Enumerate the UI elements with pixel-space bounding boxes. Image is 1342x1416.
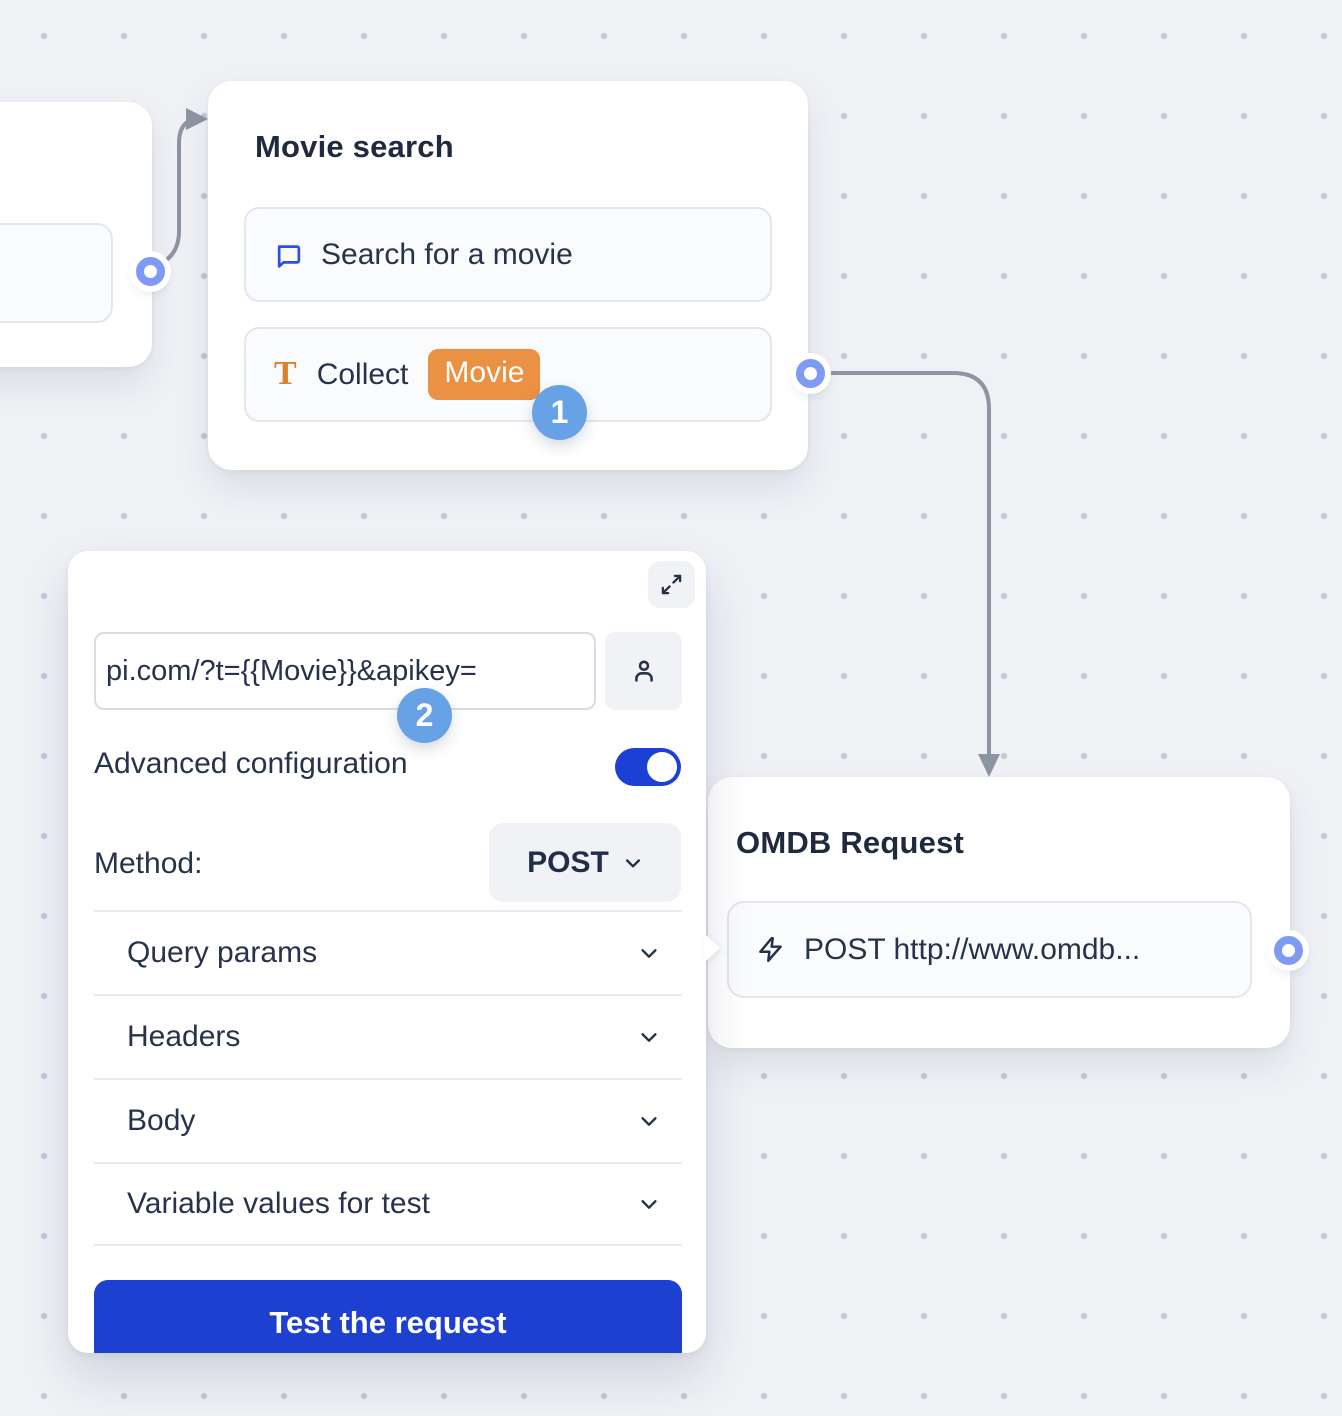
advanced-configuration-toggle[interactable] <box>615 748 681 786</box>
variable-chip[interactable]: Movie <box>428 349 541 400</box>
user-variable-button[interactable] <box>605 632 682 710</box>
output-port[interactable] <box>136 257 165 286</box>
step-badge-1: 1 <box>532 385 587 440</box>
chevron-down-icon <box>641 1117 657 1126</box>
step-badge-2: 2 <box>397 688 452 743</box>
arrowhead-icon <box>978 754 1000 777</box>
person-icon <box>634 660 653 682</box>
section-headers[interactable]: Headers <box>94 994 682 1078</box>
panel-pointer <box>704 933 720 963</box>
webhook-config-panel: 2 Advanced configuration Method: POST Qu… <box>68 551 706 1353</box>
node-title: Movie search <box>255 129 454 164</box>
chevron-down-icon <box>641 949 657 958</box>
text-icon: T <box>274 354 297 392</box>
webhook-block-label: POST http://www.omdb... <box>804 932 1141 966</box>
method-select[interactable]: POST <box>489 823 681 902</box>
url-input[interactable] <box>94 632 596 710</box>
chevron-down-icon <box>641 1200 657 1209</box>
movie-search-node-card[interactable]: Movie search Search for a movie T Collec… <box>208 81 808 470</box>
method-label: Method: <box>94 847 203 880</box>
connector-left-to-movie <box>150 108 208 269</box>
connector-movie-to-omdb <box>820 371 1000 777</box>
expand-button[interactable] <box>648 561 695 608</box>
config-sections: Query params Headers Body Variable value… <box>94 910 682 1246</box>
omdb-request-node-card[interactable]: OMDB Request POST http://www.omdb... <box>708 777 1290 1048</box>
message-block-row[interactable]: Search for a movie <box>244 207 772 302</box>
method-value: POST <box>527 845 609 879</box>
arrowhead-icon <box>186 108 208 130</box>
section-query-params[interactable]: Query params <box>94 910 682 994</box>
collect-block-row[interactable]: T Collect Movie <box>244 327 772 422</box>
toggle-knob <box>647 752 677 782</box>
advanced-configuration-label: Advanced configuration <box>94 747 408 780</box>
section-variable-values[interactable]: Variable values for test <box>94 1162 682 1246</box>
node-title: OMDB Request <box>736 825 965 860</box>
chevron-down-icon <box>625 858 640 867</box>
output-port[interactable] <box>1274 936 1303 965</box>
chevron-down-icon <box>641 1033 657 1042</box>
previous-node-row[interactable] <box>0 223 113 323</box>
output-port[interactable] <box>796 359 825 388</box>
test-request-button[interactable]: Test the request <box>94 1280 682 1353</box>
lightning-icon <box>759 937 782 962</box>
section-body[interactable]: Body <box>94 1078 682 1162</box>
chat-bubble-icon <box>277 245 301 268</box>
webhook-block-row[interactable]: POST http://www.omdb... <box>727 901 1252 998</box>
previous-node-card[interactable] <box>0 102 152 367</box>
collect-block-label: Collect <box>316 357 409 391</box>
message-block-label: Search for a movie <box>321 237 573 271</box>
expand-icon <box>661 574 682 595</box>
